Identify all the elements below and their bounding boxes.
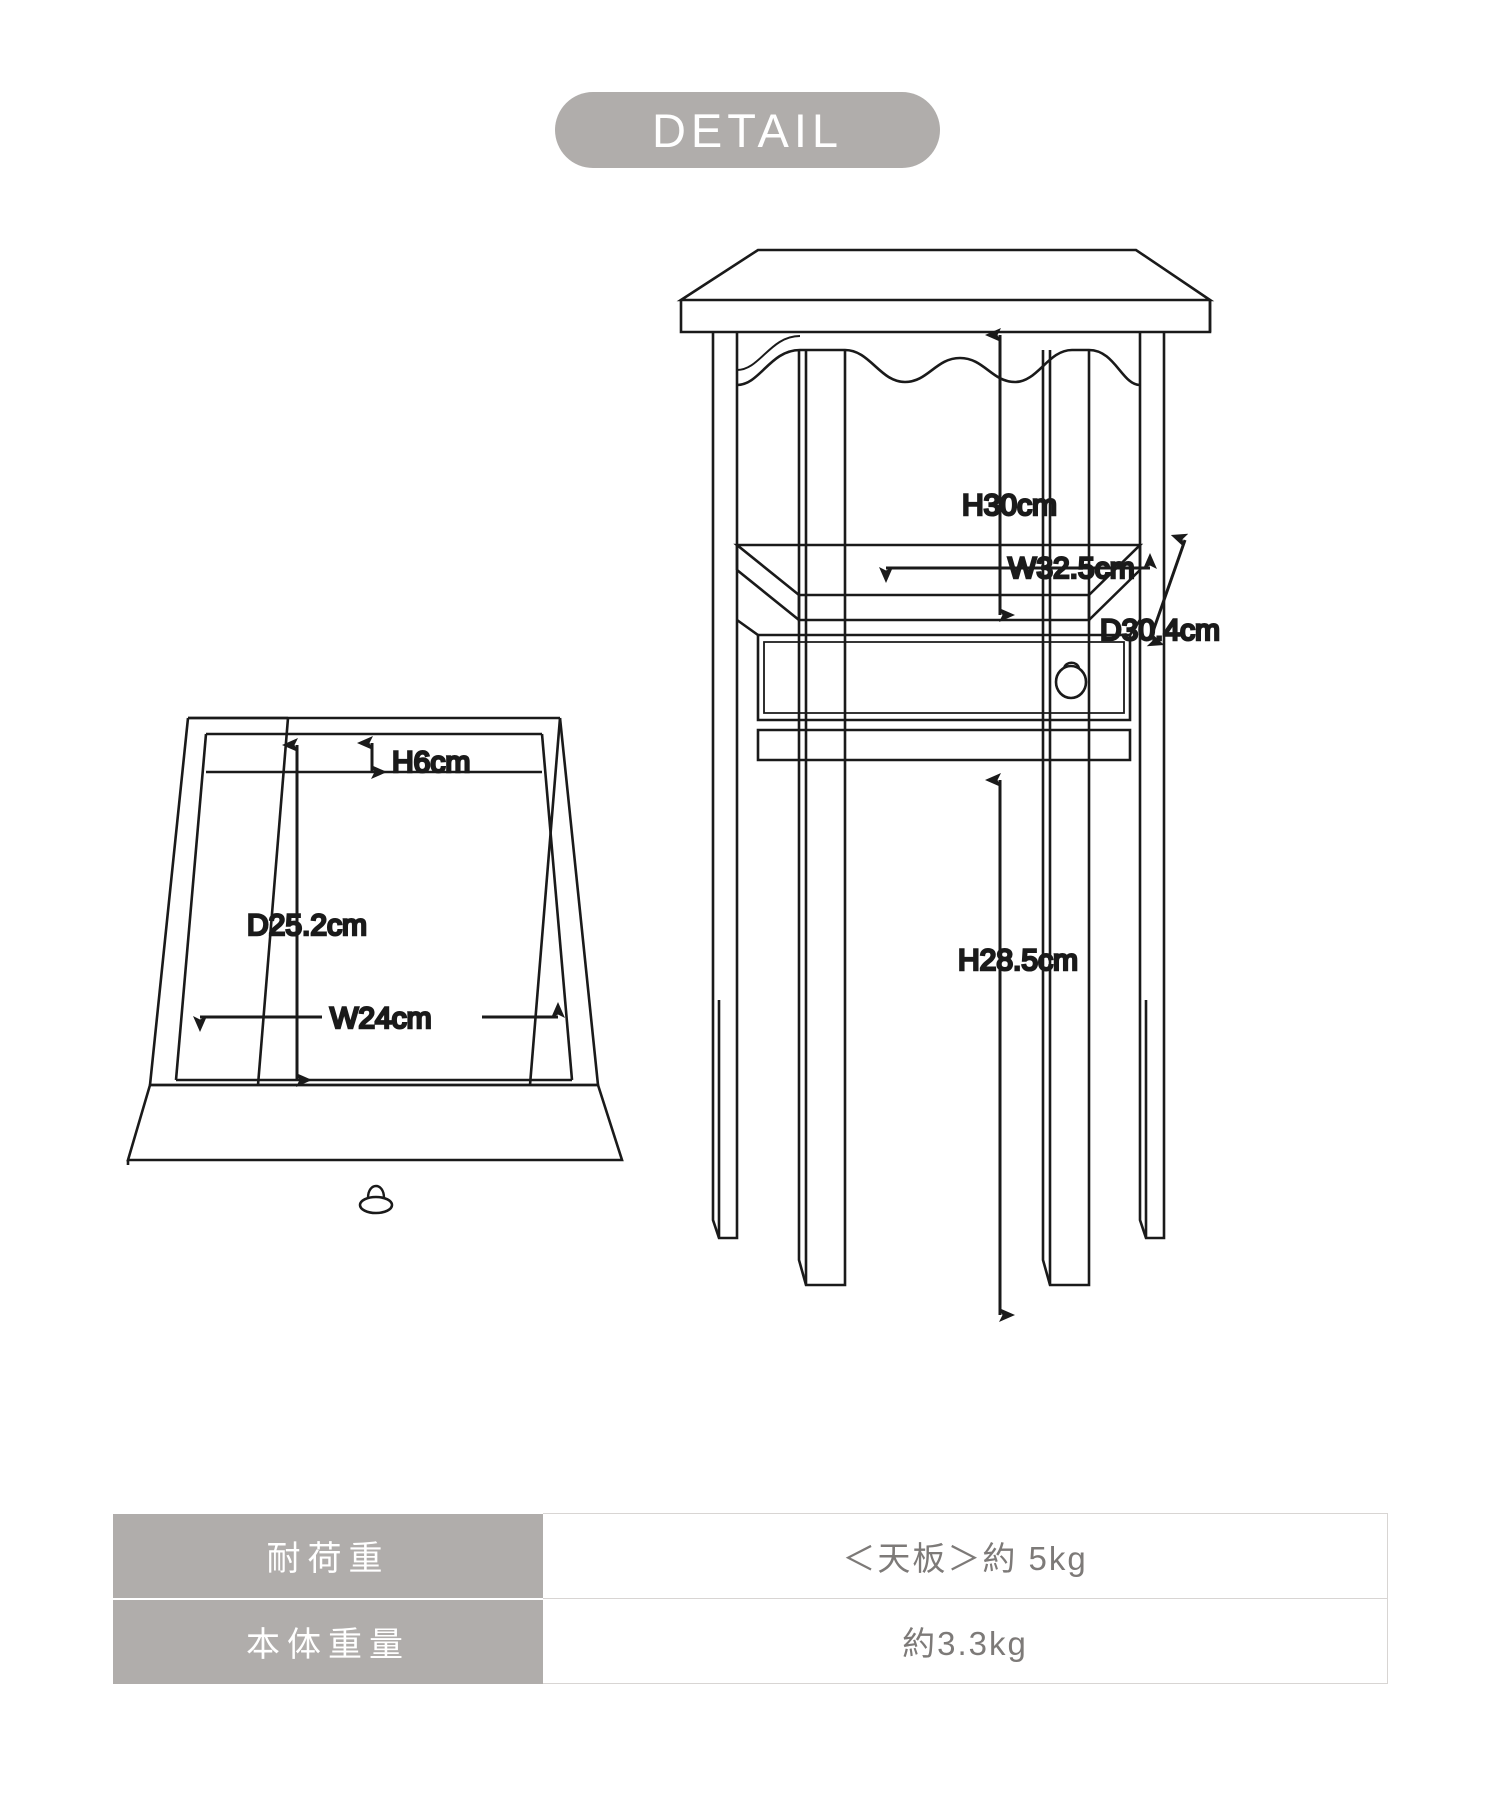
dimension-label-w24cm: W24cm — [330, 1002, 432, 1035]
dimension-drawing-svg: H30cm W32.5cm D30.4cm H28.5cm — [126, 248, 1221, 1322]
drawer-front-knob-icon — [358, 1184, 394, 1215]
spec-row-value: 約3.3kg — [543, 1598, 1388, 1684]
table-row: 本体重量 約3.3kg — [113, 1598, 1388, 1684]
spec-row-header: 耐荷重 — [113, 1513, 543, 1600]
dimension-label-d25-2cm: D25.2cm — [247, 909, 367, 942]
drawer-front-face — [126, 1083, 624, 1165]
detail-section-badge: DETAIL — [555, 92, 940, 168]
dimension-label-d30-4cm: D30.4cm — [1100, 614, 1220, 647]
table-legs — [711, 332, 1166, 1287]
side-table-drawing: H30cm W32.5cm D30.4cm H28.5cm — [676, 248, 1221, 1322]
drawer-knob-icon — [1054, 661, 1088, 700]
specification-table: 耐荷重 ＜天板＞約 5kg 本体重量 約3.3kg — [113, 1513, 1388, 1684]
dimension-label-h30cm: H30cm — [962, 489, 1057, 522]
dimension-label-h6cm: H6cm — [392, 746, 470, 779]
drawer-section — [736, 618, 1142, 762]
dimension-label-h28-5cm: H28.5cm — [958, 944, 1078, 977]
scalloped-apron — [736, 335, 1141, 387]
spec-row-header: 本体重量 — [113, 1598, 543, 1684]
table-row: 耐荷重 ＜天板＞約 5kg — [113, 1513, 1388, 1600]
table-top — [676, 248, 1215, 334]
dimension-d30-4cm — [1146, 533, 1189, 647]
product-dimension-diagrams: H30cm W32.5cm D30.4cm H28.5cm — [0, 200, 1500, 1430]
spec-row-value: ＜天板＞約 5kg — [543, 1513, 1388, 1599]
dimension-label-w32-5cm: W32.5cm — [1008, 552, 1135, 585]
drawer-drawing: H6cm D25.2cm W24cm — [126, 716, 624, 1215]
detail-badge-label: DETAIL — [651, 103, 844, 157]
spec-table-body: 耐荷重 ＜天板＞約 5kg 本体重量 約3.3kg — [113, 1513, 1388, 1684]
